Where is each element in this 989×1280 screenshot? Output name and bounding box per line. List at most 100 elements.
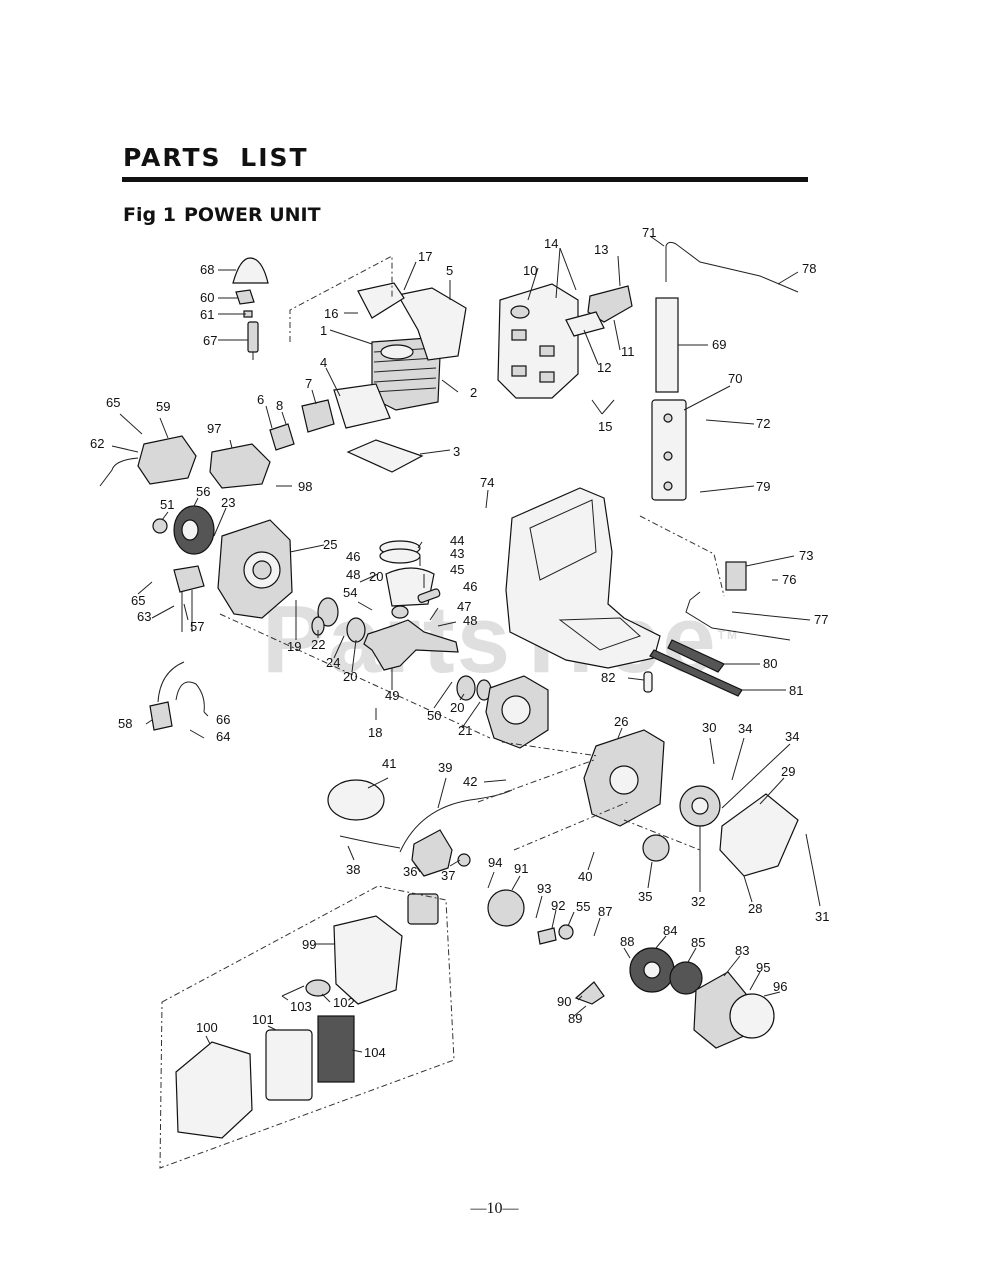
callout-51: 51 <box>160 497 174 512</box>
plug-boot-part <box>232 257 269 284</box>
callout-26: 26 <box>614 714 628 729</box>
callout-80: 80 <box>763 656 777 671</box>
coil-58-part <box>149 701 173 731</box>
callout-98: 98 <box>298 479 312 494</box>
callout-23: 23 <box>221 495 235 510</box>
callout-21: 21 <box>458 723 472 738</box>
callout-1: 1 <box>320 323 327 338</box>
callout-2: 2 <box>470 385 477 400</box>
exhaust-gasket-part <box>333 383 391 429</box>
callout-91: 91 <box>514 861 528 876</box>
intake-part <box>301 399 335 433</box>
connector-73-part <box>725 561 747 591</box>
callout-49: 49 <box>385 688 399 703</box>
callout-40: 40 <box>578 869 592 884</box>
air-cleaner-cover-part <box>175 1041 253 1139</box>
callout-34a: 34 <box>738 721 752 736</box>
callout-25: 25 <box>323 537 337 552</box>
callout-62: 62 <box>90 436 104 451</box>
callout-35: 35 <box>638 889 652 904</box>
needle-bearing-part <box>391 605 409 619</box>
callout-97: 97 <box>207 421 221 436</box>
flywheel-nut-part <box>152 518 168 534</box>
starter-wire-39 <box>399 789 513 853</box>
cylinder-cover-part <box>357 282 405 319</box>
muffler-bracket-part <box>587 285 633 323</box>
callout-46b: 46 <box>463 579 477 594</box>
callout-83: 83 <box>735 943 749 958</box>
callout-84: 84 <box>663 923 677 938</box>
clutch-part <box>642 834 670 862</box>
callout-22: 22 <box>311 637 325 652</box>
callout-82: 82 <box>601 670 615 685</box>
callout-31: 31 <box>815 909 829 924</box>
callout-101: 101 <box>252 1012 274 1027</box>
callout-103: 103 <box>290 999 312 1014</box>
carb-upper-part <box>407 893 439 925</box>
callout-65b: 65 <box>131 593 145 608</box>
backpack-frame-part <box>505 487 661 669</box>
callout-11: 11 <box>621 344 635 359</box>
strap-81-part <box>649 649 743 697</box>
callout-73: 73 <box>799 548 813 563</box>
callout-20b: 20 <box>450 700 464 715</box>
callout-87: 87 <box>598 904 612 919</box>
clutch-drum-part <box>537 927 557 945</box>
throttle-wire-71 <box>665 241 799 293</box>
callout-61: 61 <box>200 307 214 322</box>
grip-part <box>651 399 687 501</box>
leader-lines <box>111 235 821 1053</box>
callout-77: 77 <box>814 612 828 627</box>
callout-70: 70 <box>728 371 742 386</box>
callout-94: 94 <box>488 855 502 870</box>
callout-3: 3 <box>453 444 460 459</box>
handle-tube-part <box>655 297 679 393</box>
callout-104: 104 <box>364 1045 386 1060</box>
callout-67: 67 <box>203 333 217 348</box>
callout-29: 29 <box>781 764 795 779</box>
callout-74: 74 <box>480 475 494 490</box>
callout-89: 89 <box>568 1011 582 1026</box>
callout-56: 56 <box>196 484 210 499</box>
callout-4: 4 <box>320 355 327 370</box>
callout-18: 18 <box>368 725 382 740</box>
callout-47: 47 <box>457 599 471 614</box>
callout-100: 100 <box>196 1020 218 1035</box>
starter-gear-part <box>457 853 471 867</box>
starter-wire-38 <box>339 835 401 849</box>
callout-6: 6 <box>257 392 264 407</box>
callout-93: 93 <box>537 881 551 896</box>
callout-19: 19 <box>287 639 301 654</box>
filter-screen-part <box>317 1015 355 1083</box>
plug-cap-part <box>235 289 255 305</box>
callout-90: 90 <box>557 994 571 1009</box>
dashed-assembly-lines <box>159 255 725 1169</box>
callout-79: 79 <box>756 479 770 494</box>
piston-pin-part <box>417 588 441 603</box>
callout-66: 66 <box>216 712 230 727</box>
callout-28: 28 <box>748 901 762 916</box>
spark-plug-part <box>247 321 259 353</box>
callout-59: 59 <box>156 399 170 414</box>
cylinder-port <box>380 344 414 360</box>
callout-99: 99 <box>302 937 316 952</box>
muffler-plate-part <box>565 311 605 337</box>
callout-34b: 34 <box>785 729 799 744</box>
callout-88: 88 <box>620 934 634 949</box>
seal-96-part <box>729 993 775 1039</box>
callout-10: 10 <box>523 263 537 278</box>
callout-20a: 20 <box>343 669 357 684</box>
page-number: —10— <box>470 1200 519 1217</box>
filter-element-part <box>265 1029 313 1101</box>
callout-72: 72 <box>756 416 770 431</box>
muffler-ports <box>510 305 555 383</box>
callout-15: 15 <box>598 419 612 434</box>
insulator-part <box>269 423 295 451</box>
callout-41: 41 <box>382 756 396 771</box>
callout-71: 71 <box>642 225 656 240</box>
callout-32: 32 <box>691 894 705 909</box>
callout-69: 69 <box>712 337 726 352</box>
bearing-24-part <box>346 617 366 643</box>
ignition-coil-part <box>137 435 197 485</box>
page-title: PARTS LIST <box>123 143 309 172</box>
